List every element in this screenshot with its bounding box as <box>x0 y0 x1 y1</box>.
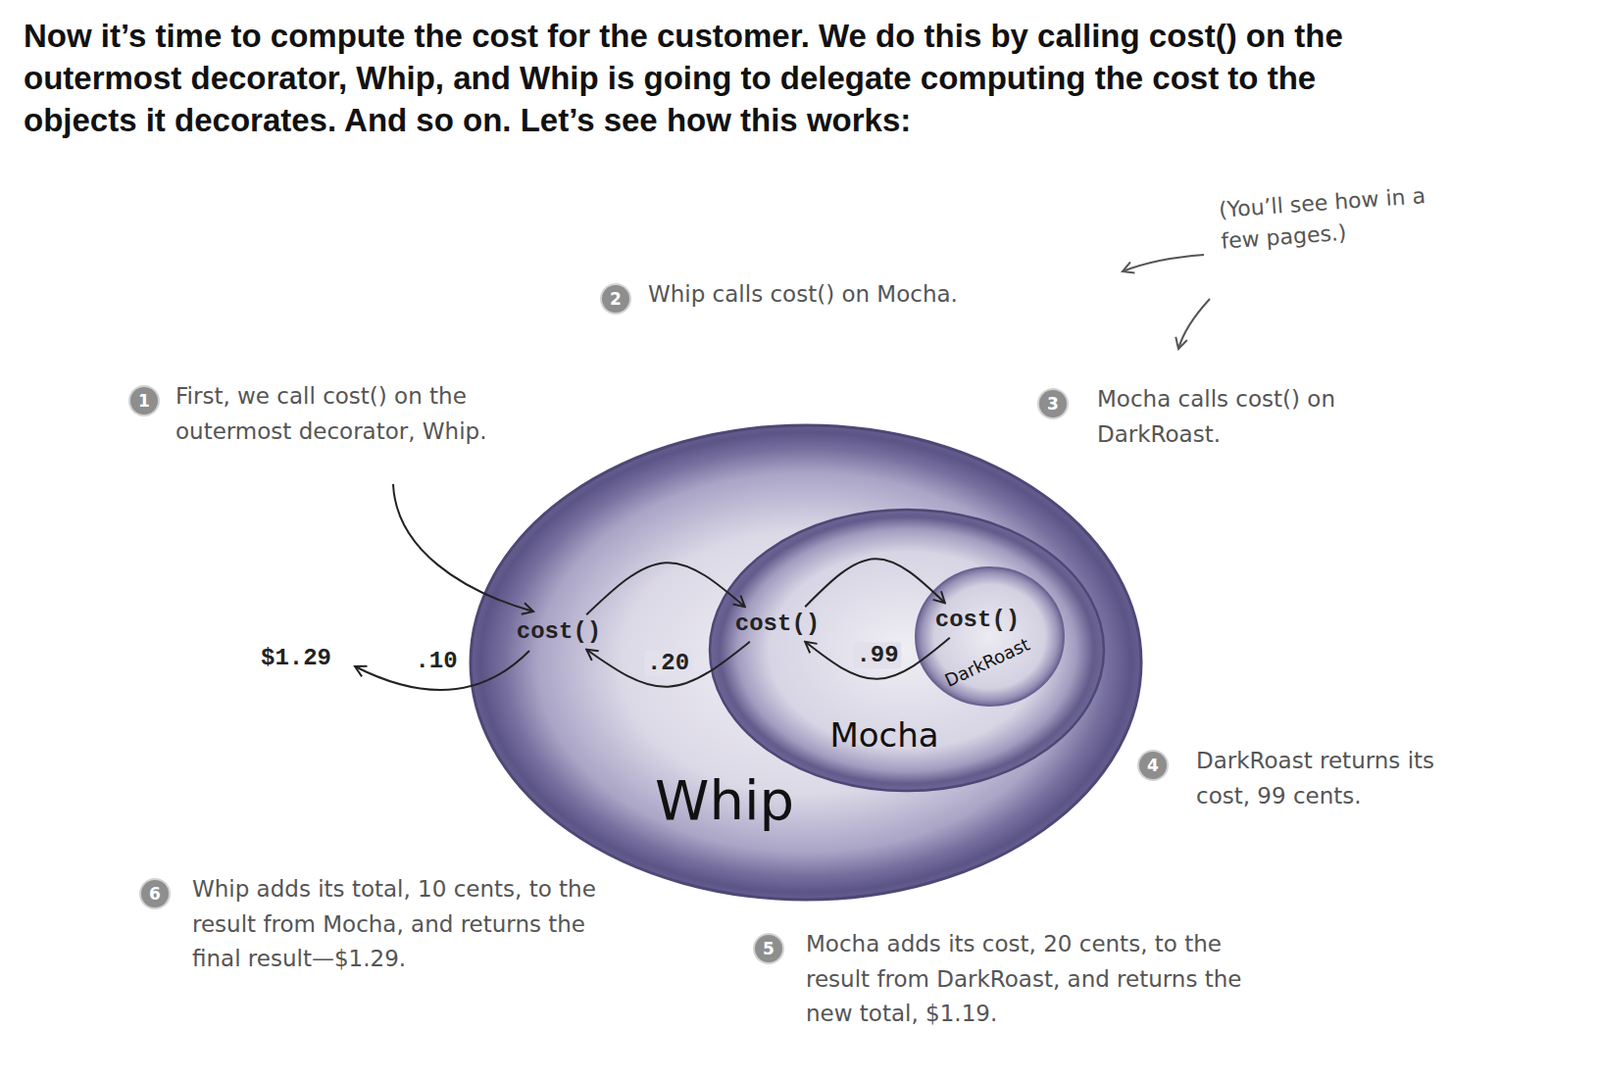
callout-number: 2 <box>601 285 630 313</box>
text-slot: 5 <box>754 935 783 963</box>
ellipse-outline <box>709 509 1104 792</box>
decorator-ellipse: cost() Mocha cost()DarkRoast <box>706 506 1107 795</box>
callout-text: DarkRoast returns its cost, 99 cents. <box>1196 744 1461 814</box>
callout-number: 4 <box>1139 751 1167 780</box>
text-slot: cost() <box>516 618 601 647</box>
note-arrow <box>1178 299 1210 350</box>
ellipse-outline <box>915 567 1064 706</box>
text-slot: DarkRoast returns its cost, 99 cents. <box>1196 744 1461 814</box>
text-slot: .20 <box>644 650 693 678</box>
callout-text: First, we call cost() on the outermost d… <box>175 379 558 450</box>
text-slot: (You’ll see how in a few pages.) <box>1217 177 1467 257</box>
text-slot: $1.29 <box>260 645 332 673</box>
component-circle: cost()DarkRoast <box>912 564 1067 709</box>
text-slot: 2 <box>601 285 630 313</box>
callout-number: 1 <box>130 387 158 415</box>
text-slot: .99 <box>852 642 901 670</box>
method-call: cost() <box>935 606 1020 635</box>
page-title: Now it’s time to compute the cost for th… <box>23 15 1377 143</box>
cost-value: .99 <box>852 642 901 670</box>
method-call: cost() <box>516 618 601 647</box>
text-slot: 3 <box>1039 390 1067 418</box>
decorator-name: Whip <box>654 770 795 832</box>
leader-arrow <box>393 484 534 612</box>
call-arrow <box>586 562 746 615</box>
cost-value: .10 <box>414 648 457 676</box>
text-slot: 1 <box>130 387 158 415</box>
text-slot: 6 <box>141 880 169 908</box>
callout-text: Whip adds its total, 10 cents, to the re… <box>192 872 614 978</box>
text-slot: First, we call cost() on the outermost d… <box>175 379 558 450</box>
text-slot: cost() <box>735 610 820 639</box>
result-arrow <box>354 650 530 691</box>
text-slot: 4 <box>1139 751 1167 780</box>
callout-text: Mocha adds its cost, 20 cents, to the re… <box>805 927 1257 1033</box>
callout-text: Whip calls cost() on Mocha. <box>648 277 1041 313</box>
ellipse-outline <box>470 425 1142 900</box>
return-arrow <box>804 638 950 680</box>
text-slot: Whip adds its total, 10 cents, to the re… <box>192 872 614 978</box>
callout-number: 6 <box>141 880 169 908</box>
callout-number: 3 <box>1039 390 1067 418</box>
text-slot: Whip calls cost() on Mocha. <box>648 277 1041 313</box>
note-arrow <box>1122 254 1204 272</box>
text-slot: Mocha <box>829 717 939 754</box>
decorator-ellipse: cost() Whip cost() Mocha cost()DarkRoast <box>467 422 1145 903</box>
shape-outline <box>912 564 1067 709</box>
cost-value: .20 <box>644 650 693 678</box>
text-slot: Whip <box>654 770 795 832</box>
text-slot: Mocha calls cost() on DarkRoast. <box>1097 382 1382 452</box>
text-slot: cost() <box>935 606 1020 635</box>
callout-number: 5 <box>754 935 783 963</box>
text-slot: .10 <box>414 648 457 676</box>
call-arrow <box>804 558 946 607</box>
text-slot: Now it’s time to compute the cost for th… <box>23 15 1377 143</box>
text-slot: Mocha adds its cost, 20 cents, to the re… <box>805 927 1257 1033</box>
callout-text: Mocha calls cost() on DarkRoast. <box>1097 382 1382 452</box>
result-value: $1.29 <box>260 645 332 673</box>
return-arrow <box>586 642 750 688</box>
method-call: cost() <box>735 610 820 639</box>
decorator-name: Mocha <box>829 717 939 754</box>
side-note: (You’ll see how in a few pages.) <box>1217 177 1467 257</box>
